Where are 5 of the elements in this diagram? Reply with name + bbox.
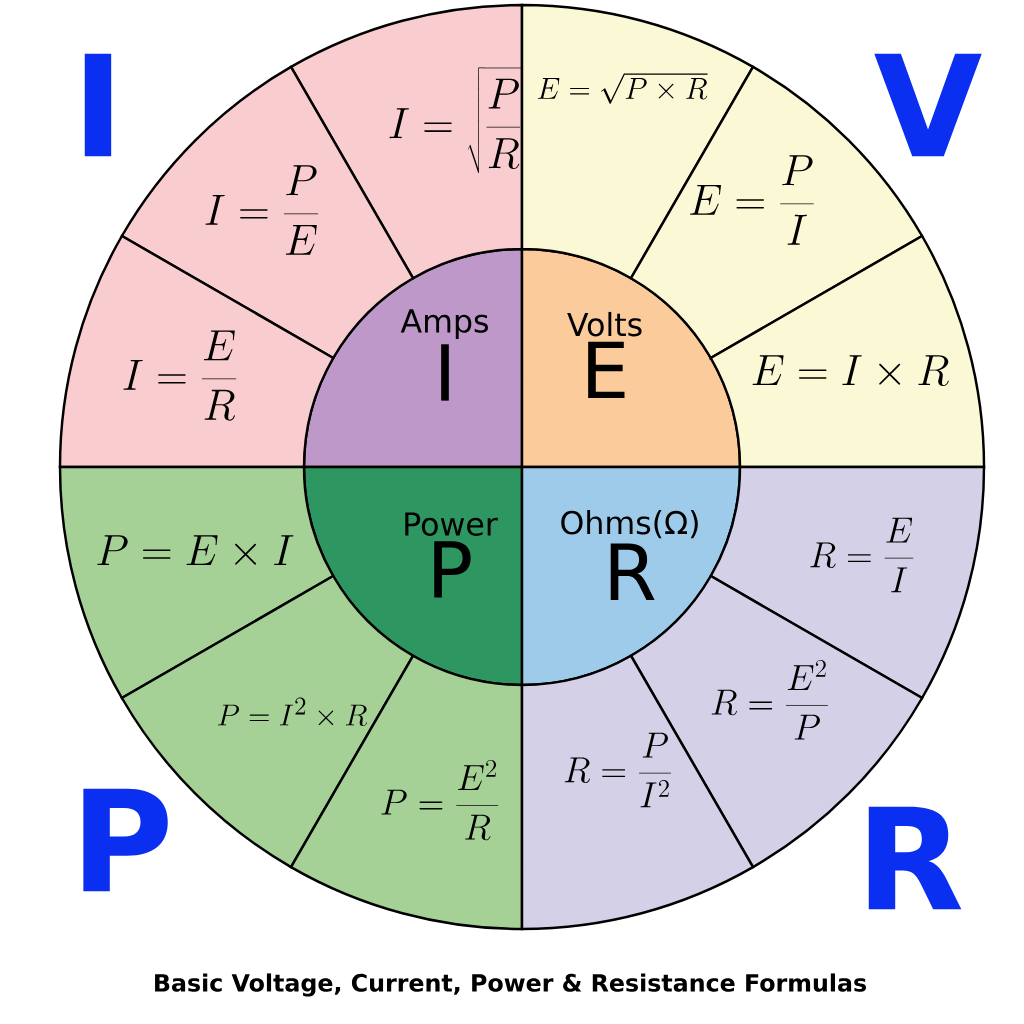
title: Basic Voltage, Current, Power & Resistance Formulas — [155, 973, 866, 997]
quadrant-sector: Ohms(Ω) R — [520, 465, 742, 687]
corner-letter: I — [84, 53, 112, 157]
quadrant-sector: Power P — [302, 465, 524, 687]
quadrant-sector: Volts E — [520, 247, 742, 469]
